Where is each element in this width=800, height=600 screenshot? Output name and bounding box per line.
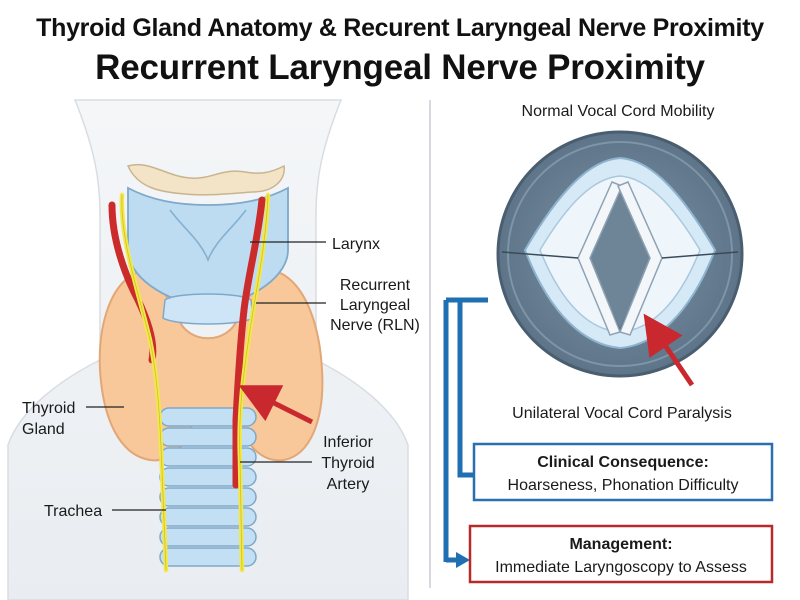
trachea-label: Trachea	[44, 503, 102, 520]
rln-label-line2: Laryngeal	[340, 297, 410, 314]
ita-label-line1: Inferior	[323, 434, 373, 451]
thyroid-label-line2: Gland	[22, 421, 65, 438]
consequence-text: Hoarseness, Phonation Difficulty	[508, 477, 739, 494]
hyoid-bone	[126, 164, 285, 196]
flow-bracket	[457, 297, 488, 478]
thyroid-label-line1: Thyroid	[22, 400, 75, 417]
nerve-proximity-arrow	[238, 385, 314, 425]
rln-label-line1: Recurrent	[340, 277, 411, 294]
paralysis-arrow	[643, 313, 695, 387]
page-title: Thyroid Gland Anatomy & Recurent Larynge…	[36, 14, 764, 42]
ita-label-line2: Thyroid	[321, 455, 374, 472]
ita-label-line3: Artery	[327, 476, 370, 493]
page-subtitle: Recurrent Laryngeal Nerve Proximity	[95, 48, 705, 87]
consequence-heading: Clinical Consequence:	[537, 454, 709, 471]
management-heading: Management:	[569, 536, 672, 553]
trachea	[159, 407, 257, 567]
larynx-label: Larynx	[332, 236, 380, 253]
rln-label-line3: Nerve (RLN)	[330, 317, 420, 334]
management-box	[468, 524, 774, 584]
normal-mobility-label: Normal Vocal Cord Mobility	[522, 103, 715, 120]
neck-anatomy-illustration: Larynx Recurrent Laryngeal Nerve (RLN) T…	[7, 99, 420, 600]
management-text: Immediate Laryngoscopy to Assess	[495, 559, 747, 576]
vocal-cord-panel: Normal Vocal Cord Mobility Unilateral Vo…	[443, 103, 774, 584]
carotid-artery-right	[232, 196, 266, 489]
rln-left-outline	[121, 194, 167, 571]
consequence-box	[472, 442, 774, 502]
paralysis-label: Unilateral Vocal Cord Paralysis	[512, 405, 732, 422]
laryngeal-prominence	[169, 209, 247, 263]
